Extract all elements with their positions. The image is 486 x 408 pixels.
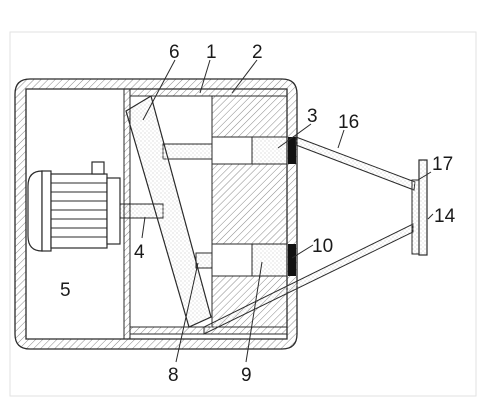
middle-block — [211, 163, 288, 245]
label-8: 8 — [168, 365, 179, 386]
upper-seal — [288, 137, 296, 164]
lower-block — [211, 275, 288, 328]
upper-rod — [162, 143, 213, 160]
lower-piston-rear — [211, 243, 253, 277]
motor — [27, 161, 121, 252]
upper-tube — [295, 136, 416, 191]
upper-piston-rear — [211, 136, 253, 165]
lower-piston — [251, 243, 288, 277]
label-16: 16 — [338, 112, 359, 133]
leader-lines — [141, 59, 434, 363]
label-17: 17 — [432, 154, 453, 175]
upper-piston — [251, 136, 288, 165]
label-3: 3 — [307, 106, 318, 127]
image-border — [9, 31, 477, 397]
label-1: 1 — [206, 42, 217, 63]
lower-rod — [195, 252, 213, 269]
upper-block — [211, 95, 288, 138]
label-2: 2 — [252, 42, 263, 63]
inner-top-wall — [129, 88, 288, 97]
nozzle-bar — [411, 179, 420, 255]
end-plate — [418, 159, 428, 256]
label-5: 5 — [60, 280, 71, 301]
label-14: 14 — [434, 206, 456, 227]
label-4: 4 — [134, 242, 145, 263]
swash-plate — [125, 95, 212, 328]
label-10: 10 — [312, 236, 333, 257]
lower-seal — [288, 244, 296, 276]
label-6: 6 — [169, 42, 180, 63]
label-9: 9 — [241, 365, 252, 386]
